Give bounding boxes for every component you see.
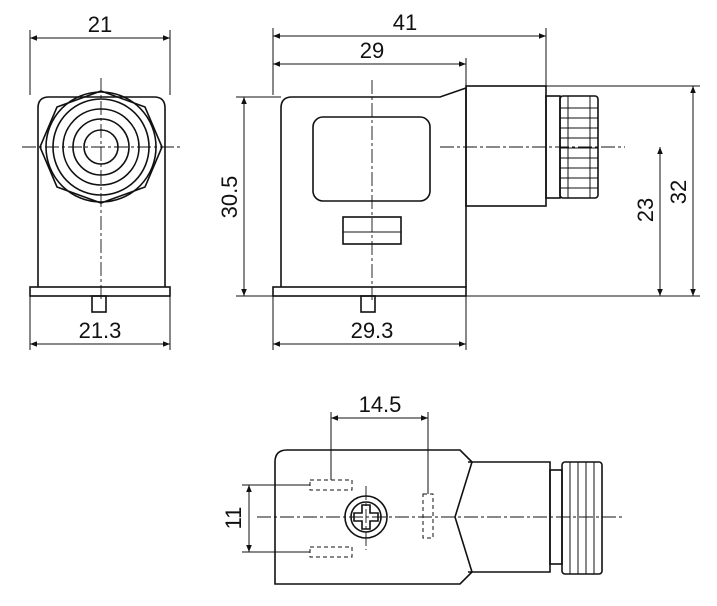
bottom-knurled-nut <box>561 461 603 575</box>
bottom-body-outline <box>274 449 473 585</box>
side-view: 41 29 30.5 29.3 23 32 <box>217 10 700 350</box>
dim-label-21-3: 21.3 <box>79 318 122 343</box>
gland-housing <box>465 85 547 207</box>
pin-slot-top <box>309 479 353 491</box>
pin-slot-ground <box>422 493 434 539</box>
dim-label-23: 23 <box>633 198 658 222</box>
dim-label-11: 11 <box>221 507 246 530</box>
side-body-outline <box>280 86 467 287</box>
dim-label-41: 41 <box>393 10 417 35</box>
bottom-knurl-lines <box>569 462 595 574</box>
dim-label-21: 21 <box>88 12 112 37</box>
dim-label-29-3: 29.3 <box>351 318 394 343</box>
front-view: 21 21.3 <box>22 12 182 350</box>
front-base-plate <box>29 286 171 297</box>
screw-cross-icon <box>353 504 379 530</box>
dim-label-29: 29 <box>360 38 384 63</box>
bottom-view: 14.5 11 <box>221 392 625 585</box>
dim-label-14-5: 14.5 <box>359 392 402 417</box>
side-label-window <box>312 116 431 202</box>
dim-label-30-5: 30.5 <box>217 176 242 219</box>
pin-slot-bottom <box>309 546 353 558</box>
side-base-plate <box>272 286 467 297</box>
front-pin <box>91 295 107 313</box>
dim-label-32: 32 <box>666 180 691 204</box>
front-body-outline <box>37 96 166 287</box>
side-pin <box>360 295 376 313</box>
